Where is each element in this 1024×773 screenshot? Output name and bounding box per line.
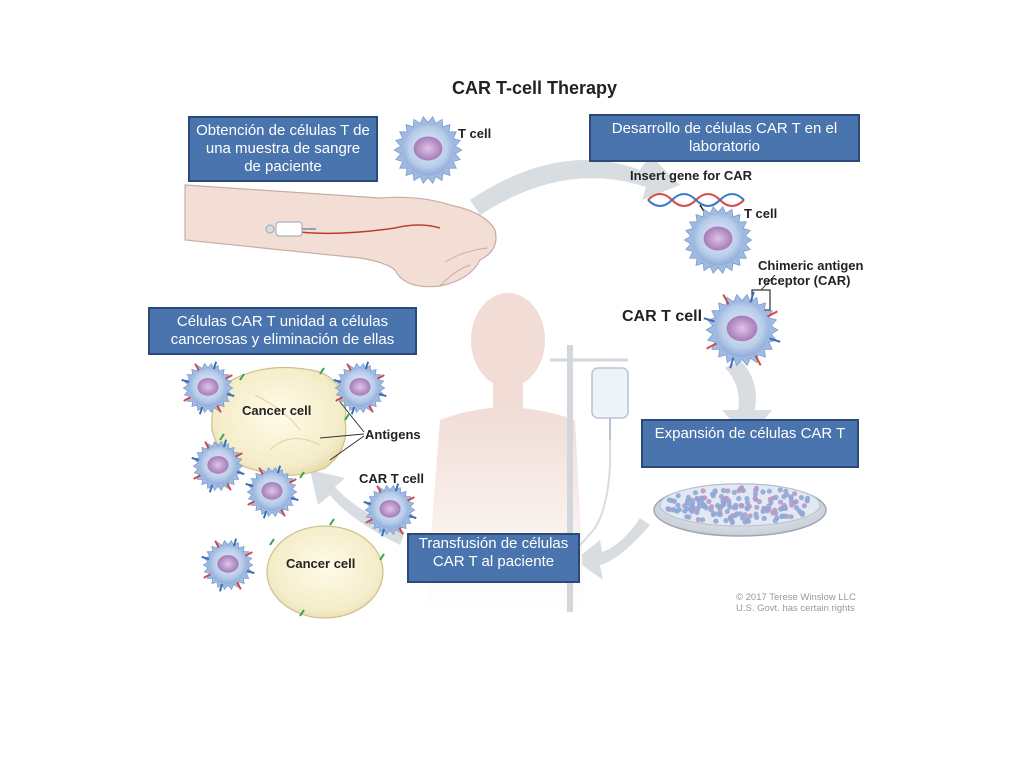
label-t-cell-lab: T cell: [744, 206, 778, 221]
antigen-markers: [219, 367, 385, 617]
label-car-t-cell-main: CAR T cell: [622, 308, 703, 325]
diagram-title: CAR T-cell Therapy: [452, 78, 618, 98]
car-t-cell-2: [333, 361, 387, 415]
car-t-cell-4: [245, 465, 299, 519]
car-t-cell-6: [201, 538, 255, 592]
t-cell-collected: [393, 115, 463, 185]
patient-arm: [184, 184, 497, 288]
car-t-cell-3: [191, 439, 245, 493]
callout-expansion: Expansión de células CAR T: [641, 419, 859, 468]
cancer-cell-bottom: [266, 525, 384, 619]
label-antigens: Antigens: [365, 427, 421, 442]
callout-transfusion: Transfusión de células CAR T al paciente: [407, 533, 580, 583]
petri-dish: [653, 483, 827, 537]
car-t-cell-1: [181, 361, 235, 415]
credit-line-1: © 2017 Terese Winslow LLC: [736, 592, 856, 603]
arrow-bottom: [575, 518, 650, 580]
label-chimeric-line2: receptor (CAR): [758, 273, 851, 288]
label-car-t-cell-small: CAR T cell: [359, 471, 425, 486]
cancer-cell-top: [211, 366, 347, 477]
label-t-cell-top: T cell: [458, 126, 492, 141]
t-cell-lab: [683, 205, 753, 275]
copyright-credit: © 2017 Terese Winslow LLC U.S. Govt. has…: [736, 592, 856, 614]
label-chimeric-line1: Chimeric antigen: [758, 258, 864, 273]
car-t-cell-5: [363, 483, 417, 537]
petri-cells: [665, 485, 811, 526]
car-t-cell-main: [703, 291, 781, 369]
arrow-top: [470, 155, 680, 215]
credit-line-2: U.S. Govt. has certain rights: [736, 603, 855, 614]
callout-development: Desarrollo de células CAR T en el labora…: [589, 114, 860, 162]
label-cancer-cell-top: Cancer cell: [242, 403, 312, 418]
callout-binding: Células CAR T unidad a células cancerosa…: [148, 307, 417, 355]
antigen-pointers: [319, 401, 365, 461]
callout-collection: Obtención de células T de una muestra de…: [188, 116, 378, 182]
label-cancer-cell-bottom: Cancer cell: [286, 556, 356, 571]
label-insert-gene: Insert gene for CAR: [630, 168, 753, 183]
t-cells: [181, 115, 781, 592]
